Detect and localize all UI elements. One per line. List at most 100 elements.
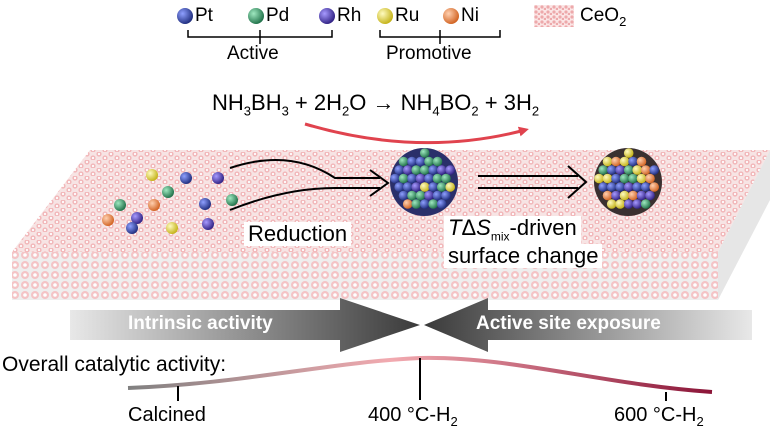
- surface-atom: [640, 182, 651, 192]
- legend-pd-label: Pd: [266, 5, 290, 26]
- surface-atom: [436, 182, 447, 192]
- surface-atom: [606, 165, 617, 175]
- surface-atom: [619, 156, 630, 167]
- surface-atom: [398, 173, 409, 184]
- ceo2-slab-right: [718, 150, 770, 300]
- surface-atom: [615, 199, 625, 209]
- tds-label: TΔSmix-driven: [444, 215, 581, 249]
- surface-atom: [628, 173, 638, 184]
- surface-atom: [445, 182, 456, 192]
- surface-atom: [628, 156, 638, 167]
- surface-atom: [441, 173, 451, 184]
- surface-atom: [636, 173, 647, 184]
- surface-atom: [632, 182, 642, 192]
- surface-atom: [649, 182, 659, 192]
- surface-atom: [636, 190, 647, 201]
- surface-atom: [407, 173, 417, 184]
- surface-atom: [619, 173, 630, 184]
- eq-sub: 3: [281, 103, 289, 119]
- surface-atom: [394, 165, 405, 175]
- surface-atom: [407, 156, 417, 167]
- surface-atom: [428, 199, 439, 209]
- surface-atom: [411, 199, 422, 209]
- single-atoms: [102, 169, 238, 234]
- surface-atom: [606, 199, 617, 209]
- surface-atom: [611, 156, 621, 167]
- surface-atom: [623, 199, 634, 209]
- atom-ni: [102, 214, 114, 226]
- tds-s: S: [476, 215, 491, 240]
- surface-atom: [623, 165, 634, 175]
- surface-atom: [398, 190, 409, 201]
- surface-atom: [640, 199, 651, 209]
- overall-activity-title: Overall catalytic activity:: [2, 353, 227, 376]
- surface-atom: [411, 165, 422, 175]
- surface-atom: [611, 173, 621, 184]
- surface-atom: [636, 156, 647, 167]
- tds-rest: -driven: [509, 215, 577, 240]
- promotive-bracket: [379, 30, 501, 38]
- surface-atom: [598, 165, 608, 175]
- atom-rh: [131, 212, 143, 224]
- surface-atom: [415, 156, 426, 167]
- surface-atom: [623, 182, 634, 192]
- surface-atom: [419, 148, 430, 158]
- surface-atom: [615, 182, 625, 192]
- ceo2-subscript: 2: [619, 13, 627, 29]
- active-group-label: Active: [227, 43, 279, 64]
- tds-t: T: [448, 215, 462, 240]
- ru-atom-icon: [377, 8, 393, 24]
- surface-atom: [390, 173, 400, 184]
- t400-label: 400 °C-H2: [368, 404, 458, 429]
- atom-pd: [162, 186, 174, 198]
- surface-atom: [432, 156, 443, 167]
- surface-atom: [424, 190, 434, 201]
- surface-atom: [428, 182, 439, 192]
- reaction-arrow: [304, 122, 529, 145]
- tds-delta: Δ: [461, 215, 477, 240]
- surface-atom: [428, 165, 439, 175]
- surface-atom: [436, 199, 447, 209]
- surface-atom: [424, 156, 434, 167]
- eq-sub: 2: [531, 103, 540, 119]
- atom-pt: [126, 222, 138, 234]
- surface-atom: [598, 182, 608, 192]
- eq-part: + 2H: [288, 90, 343, 115]
- surface-atom: [632, 199, 642, 209]
- surface-atom: [611, 190, 621, 201]
- atom-pt: [199, 198, 211, 210]
- t400-sub: 2: [450, 414, 458, 429]
- ceo2-formula: CeO: [580, 5, 620, 26]
- surface-atom: [432, 173, 443, 184]
- tds-sub: mix: [490, 229, 510, 244]
- surface-atom: [419, 199, 430, 209]
- surface-atom: [602, 190, 613, 201]
- surface-atom: [394, 182, 405, 192]
- legend-pt-label: Pt: [195, 5, 213, 26]
- legend-rh-label: Rh: [337, 5, 362, 26]
- surface-atom: [407, 190, 417, 201]
- ceo2-slab-front: [12, 252, 718, 300]
- surface-atom: [632, 165, 642, 175]
- atom-rh: [212, 172, 224, 184]
- legend-ni-label: Ni: [461, 5, 479, 26]
- promotive-group-label: Promotive: [386, 43, 472, 64]
- legend-ru-label: Ru: [395, 5, 420, 26]
- t600-label: 600 °C-H2: [614, 404, 704, 429]
- surface-atom: [424, 173, 434, 184]
- surface-atom: [640, 165, 651, 175]
- reaction-equation: NH3BH3 + 2H2O → NH4BO2 + 3H2: [212, 90, 539, 118]
- atom-rh: [202, 218, 214, 230]
- atom-pd: [226, 194, 238, 206]
- pt-atom-icon: [177, 8, 193, 24]
- eq-sub: 4: [432, 103, 440, 119]
- eq-sub: 3: [243, 103, 252, 119]
- surface-atom: [594, 173, 604, 184]
- active-site-exposure-label: Active site exposure: [476, 313, 661, 334]
- t400-num: 400 °C-H: [368, 404, 451, 426]
- active-bracket: [187, 30, 333, 38]
- surface-change-arrow: [478, 175, 578, 189]
- surface-atom: [445, 165, 456, 175]
- atom-ru: [166, 222, 178, 234]
- surface-atom: [398, 156, 409, 167]
